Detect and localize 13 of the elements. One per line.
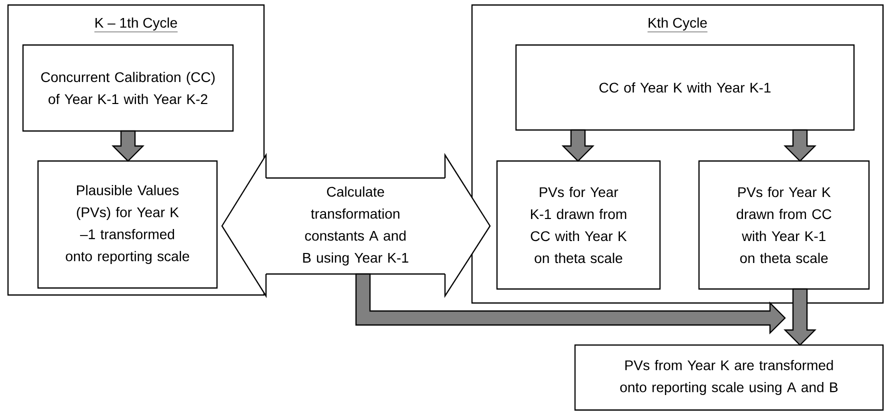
block-arrow — [355, 273, 786, 334]
process-box: PVs for Year K drawn from CC with Year K-1 on theta scale — [698, 160, 870, 290]
block-arrow — [562, 129, 594, 162]
block-arrow — [784, 288, 816, 346]
block-arrow — [784, 129, 816, 162]
arrow-head — [444, 152, 491, 298]
process-box: Plausible Values (PVs) for Year K –1 transformed onto reporting scale — [37, 160, 218, 289]
process-box: CC of Year K with Year K-1 — [515, 44, 855, 131]
process-box: PVs for Year K-1 drawn from CC with Year K on theta scale — [496, 160, 661, 290]
arrow-head — [221, 152, 267, 298]
process-box: Concurrent Calibration (CC) of Year K-1 with Year K-2 — [22, 44, 234, 132]
block-arrow — [112, 130, 144, 162]
process-box: PVs from Year K are transformed onto reporting scale using A and B — [574, 344, 884, 411]
